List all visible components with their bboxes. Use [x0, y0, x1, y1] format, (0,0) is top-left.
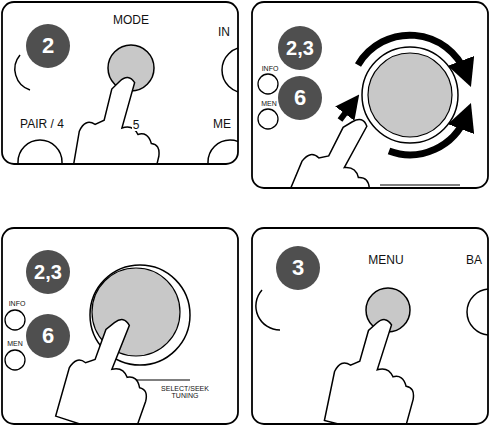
callout-text: 2: [42, 33, 54, 59]
button-label: MEN: [260, 100, 278, 107]
callout-number: 2,3: [278, 26, 322, 70]
panel-knob-turn: [258, 35, 466, 188]
button-label: MODE: [112, 14, 150, 27]
button-label: ME: [212, 118, 232, 131]
callout-number: 6: [26, 314, 70, 358]
button-label: IN: [217, 26, 231, 39]
panel-knob-press: [5, 265, 190, 424]
button-label: MENU: [367, 254, 404, 267]
callout-number: 2,3: [26, 250, 70, 294]
panel-menu: [256, 288, 488, 424]
callout-text: 6: [42, 323, 54, 349]
button-label: SELECT/SEEK TUNING: [160, 385, 210, 400]
callout-text: 2,3: [34, 261, 62, 284]
button-label: MEN: [6, 340, 24, 347]
button-label: BA: [465, 254, 483, 267]
callout-number: 3: [276, 246, 320, 290]
button-label: PAIR / 4: [19, 118, 65, 131]
callout-text: 6: [294, 85, 306, 111]
callout-number: 2: [26, 24, 70, 68]
button-label: INFO: [261, 65, 280, 72]
button-label: 5: [132, 119, 141, 132]
callout-number: 6: [278, 76, 322, 120]
callout-text: 2,3: [286, 37, 314, 60]
button-label: INFO: [8, 300, 27, 307]
callout-text: 3: [292, 255, 304, 281]
